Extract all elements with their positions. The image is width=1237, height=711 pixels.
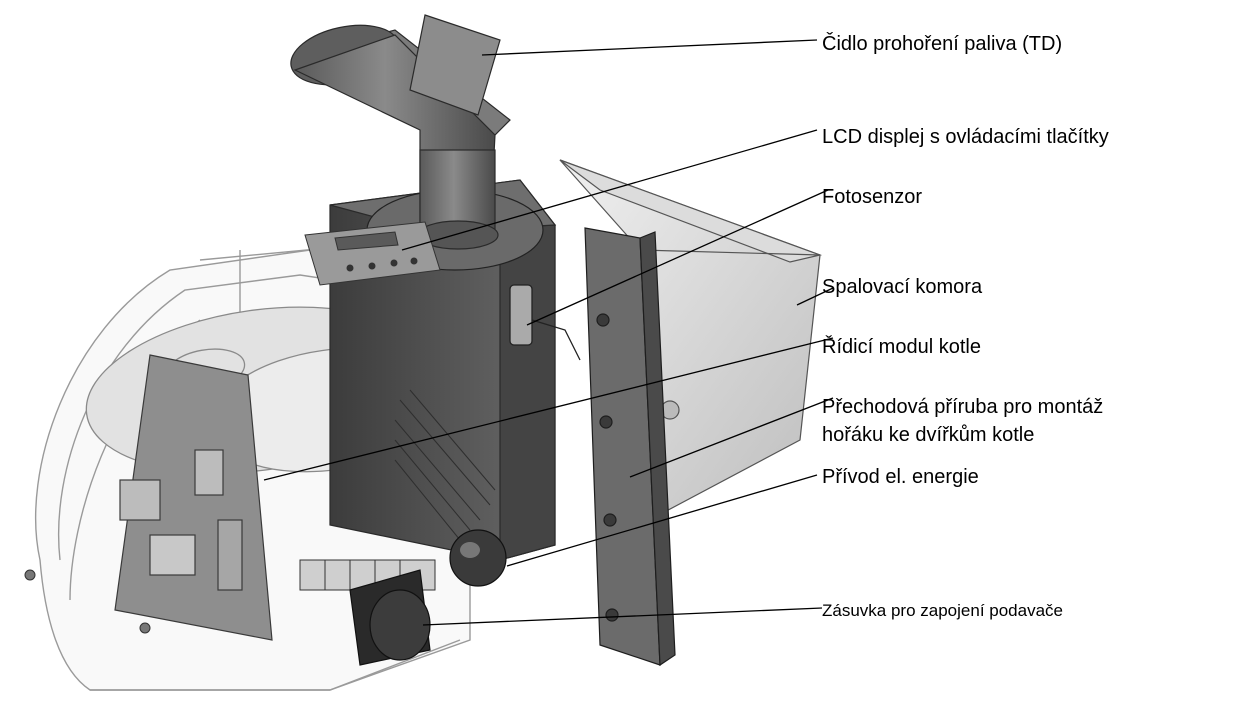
label-transition-flange-line2: hořáku ke dvířkům kotle — [822, 424, 1035, 446]
label-power-supply: Přívod el. energie — [822, 466, 979, 488]
leader-feeder-socket — [422, 607, 823, 626]
label-td-sensor: Čidlo prohoření paliva (TD) — [822, 33, 1063, 55]
lcd-panel — [304, 221, 441, 286]
leader-td-sensor — [481, 39, 818, 56]
screw-bottom — [139, 622, 151, 634]
td-sensor-box — [409, 14, 501, 116]
leader-control-module — [263, 337, 834, 481]
flue-pipe — [290, 24, 511, 250]
leader-combustion-chamber — [796, 287, 834, 306]
label-transition-flange-line1: Přechodová příruba pro montáž — [822, 396, 1104, 418]
label-feeder-socket: Zásuvka pro zapojení podavače — [822, 601, 1063, 620]
leader-lines — [263, 39, 834, 626]
label-combustion-chamber: Spalovací komora — [822, 276, 983, 298]
label-photosensor: Fotosenzor — [822, 186, 923, 208]
label-lcd-display: LCD displej s ovládacími tlačítky — [822, 126, 1109, 148]
screw-left — [24, 569, 36, 581]
power-cable-gland — [449, 529, 507, 587]
photo-sensor — [509, 284, 581, 361]
control-module-board — [114, 354, 273, 641]
feeder-socket — [349, 569, 431, 666]
leader-transition-flange — [629, 397, 834, 478]
leader-lcd-display — [401, 129, 818, 251]
leader-photosensor — [526, 189, 829, 326]
label-transition-flange: Přechodová příruba pro montáž hořáku ke … — [822, 393, 1103, 449]
label-control-module: Řídicí modul kotle — [822, 336, 981, 358]
transition-flange-plate — [584, 227, 676, 667]
leader-power-supply — [506, 474, 818, 567]
